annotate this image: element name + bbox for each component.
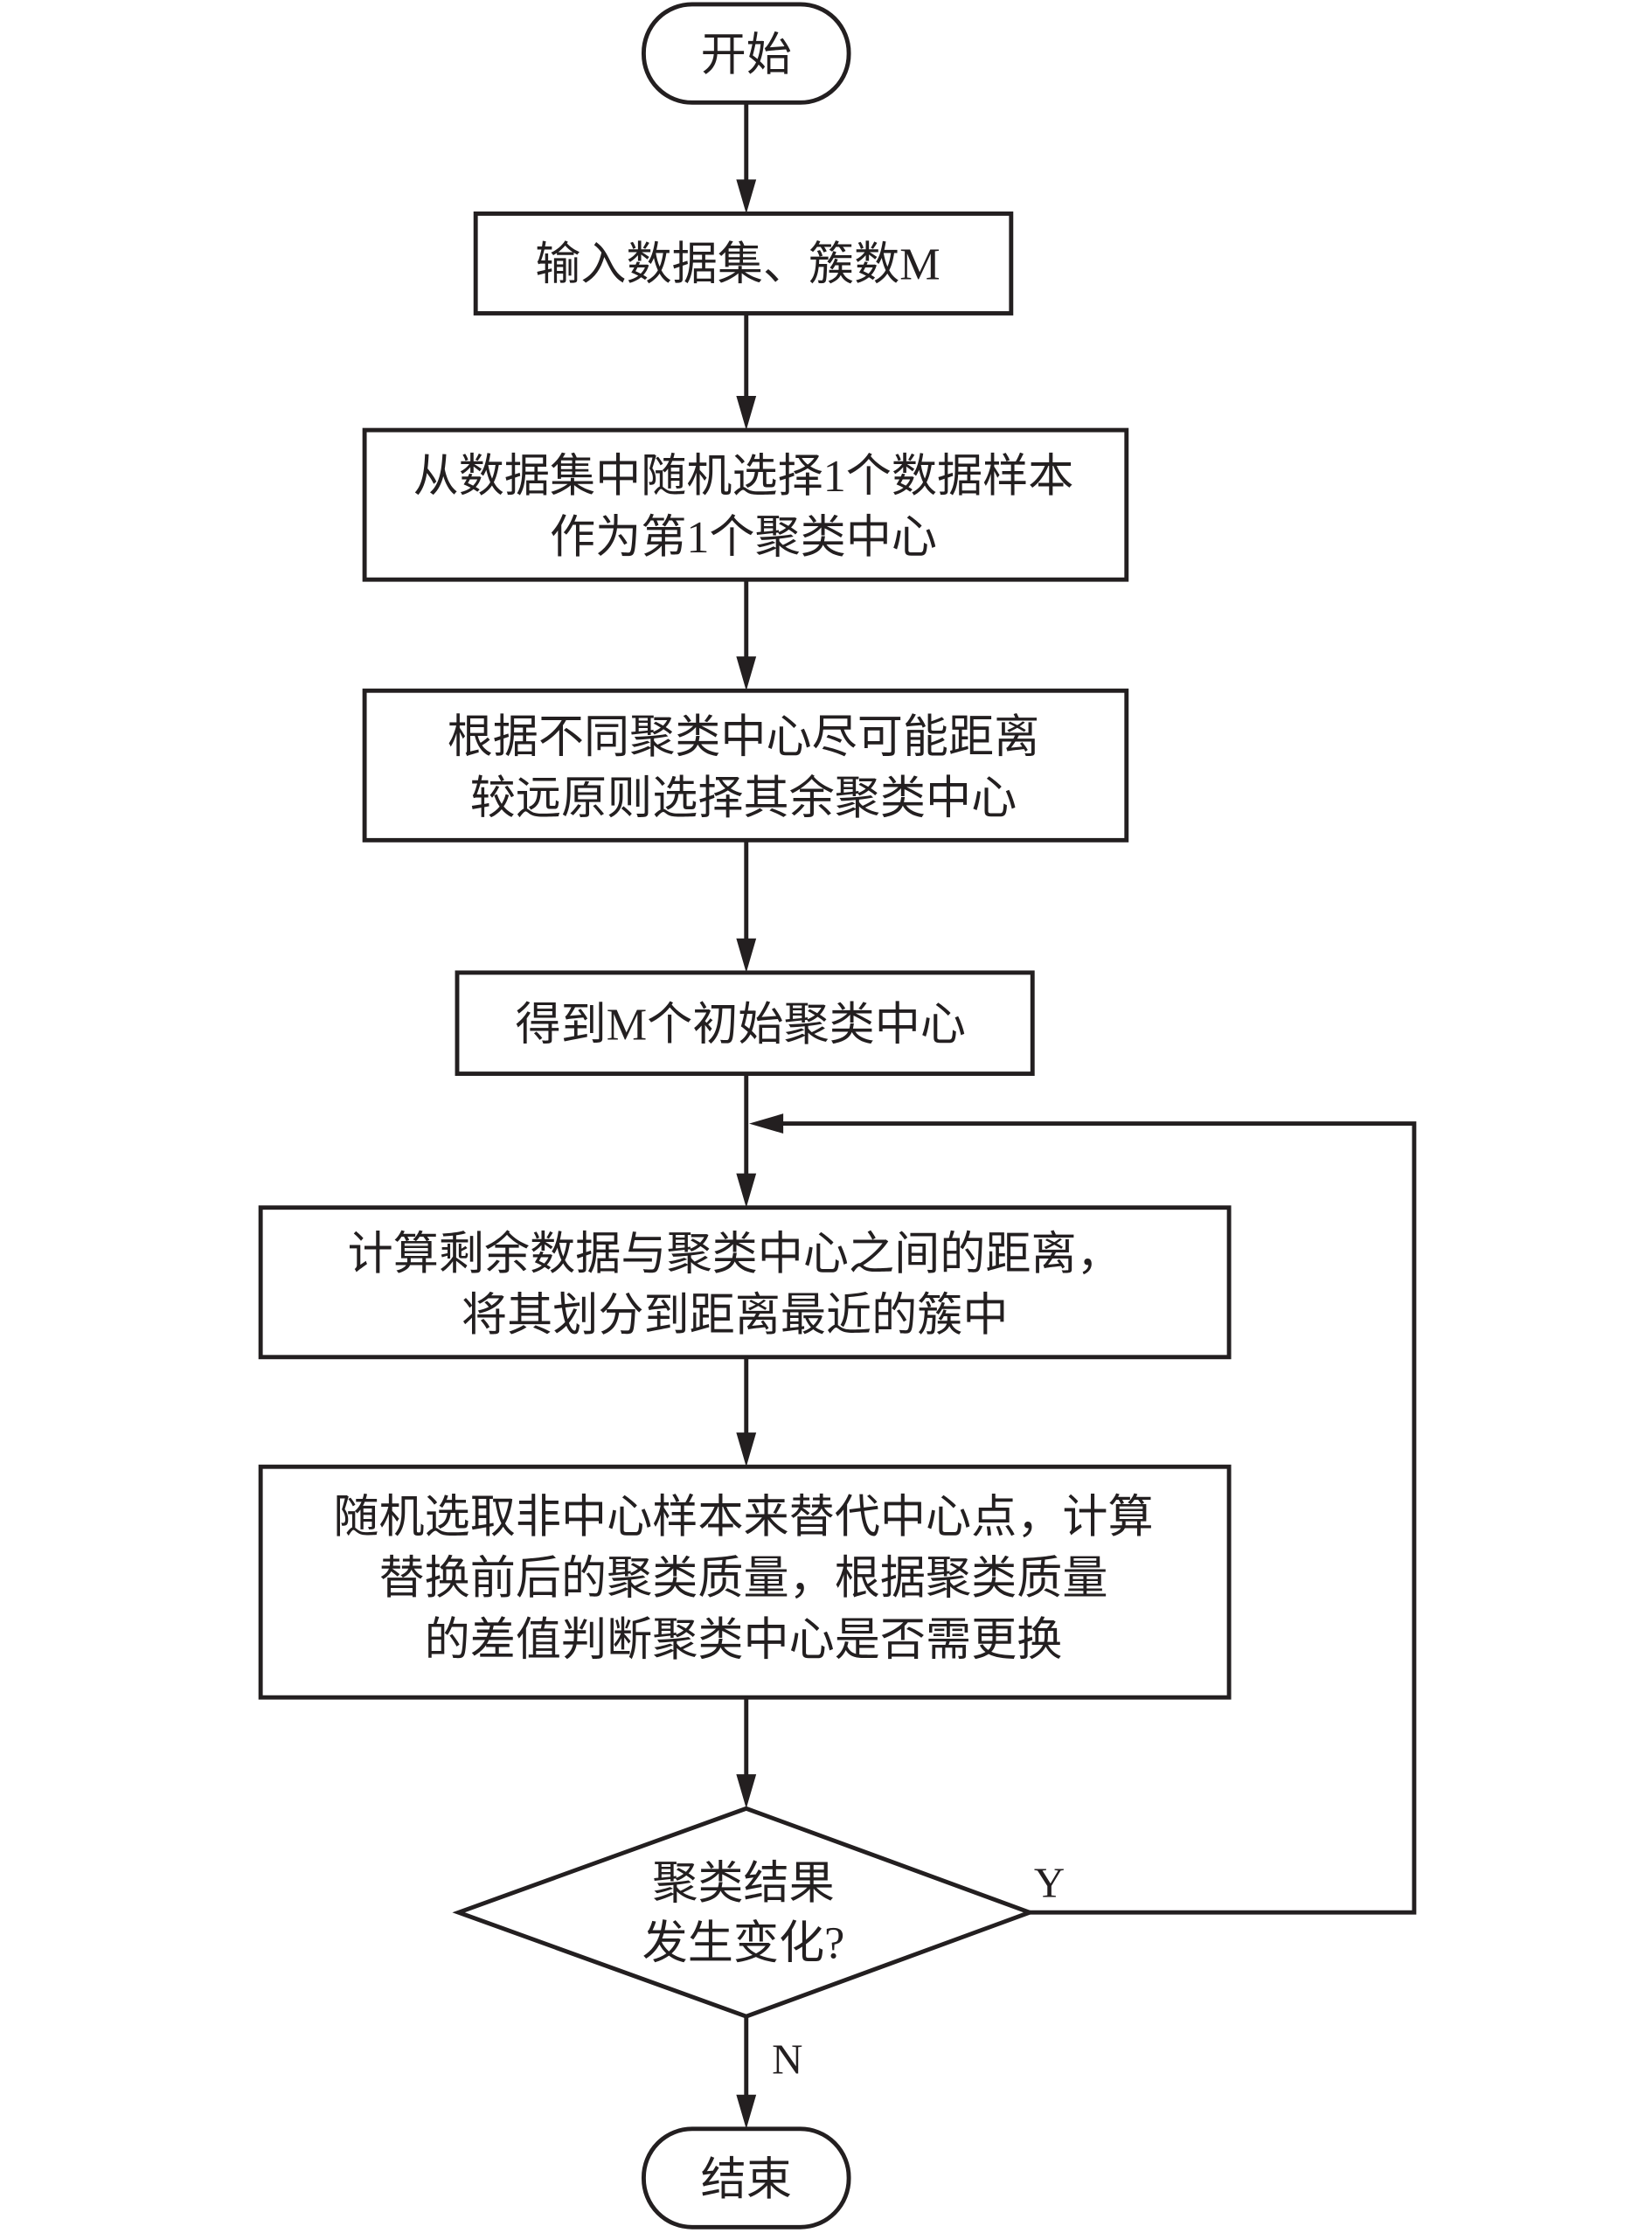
input-label: 输入数据集、簇数M	[535, 239, 940, 289]
decision-line2: 发生变化?	[642, 1918, 845, 1968]
step2-line2: 较远原则选择其余聚类中心	[470, 773, 1017, 823]
step1-line1: 从数据集中随机选择1个数据样本	[413, 452, 1074, 502]
arrow-no-to-end	[736, 2016, 757, 2129]
step2-line1: 根据不同聚类中心尽可能距离	[448, 712, 1040, 762]
start-node: 开始	[642, 2, 851, 105]
step3-label: 得到M个初始聚类中心	[515, 1000, 965, 1050]
step5-line3: 的差值判断聚类中心是否需更换	[425, 1615, 1063, 1665]
input-node: 输入数据集、簇数M	[473, 212, 1014, 316]
arrow-step1-to-step2	[736, 579, 757, 691]
arrow-step5-to-decision	[736, 1697, 757, 1809]
step1-node: 从数据集中随机选择1个数据样本 作为第1个聚类中心	[362, 427, 1129, 582]
step5-line1: 随机选取非中心样本来替代中心点，计算	[333, 1493, 1153, 1543]
step5-node: 随机选取非中心样本来替代中心点，计算 替换前后的聚类质量，根据聚类质量 的差值判…	[258, 1464, 1232, 1700]
step4-line1: 计算剩余数据与聚类中心之间的距离，	[348, 1230, 1122, 1280]
arrow-yes-loop	[749, 1113, 1417, 1915]
yes-label: Y	[1034, 1858, 1065, 1906]
step2-node: 根据不同聚类中心尽可能距离 较远原则选择其余聚类中心	[362, 688, 1129, 843]
start-label: 开始	[701, 31, 792, 80]
step5-line2: 替换前后的聚类质量，根据聚类质量	[378, 1554, 1107, 1604]
end-node: 结束	[642, 2126, 851, 2230]
arrow-step3-to-step4	[736, 1073, 757, 1208]
step3-node: 得到M个初始聚类中心	[455, 970, 1035, 1076]
step4-node: 计算剩余数据与聚类中心之间的距离， 将其划分到距离最近的簇中	[258, 1205, 1232, 1360]
step1-line2: 作为第1个聚类中心	[550, 513, 937, 563]
arrow-step4-to-step5	[736, 1356, 757, 1467]
arrow-step2-to-step3	[736, 840, 757, 973]
arrow-start-to-input	[736, 102, 757, 214]
decision-node: 聚类结果 发生变化?	[452, 1806, 1037, 2019]
end-label: 结束	[701, 2155, 792, 2205]
decision-line1: 聚类结果	[652, 1859, 835, 1909]
arrow-input-to-step1	[736, 313, 757, 431]
step4-line2: 将其划分到距离最近的簇中	[462, 1291, 1009, 1341]
no-label: N	[772, 2035, 802, 2083]
